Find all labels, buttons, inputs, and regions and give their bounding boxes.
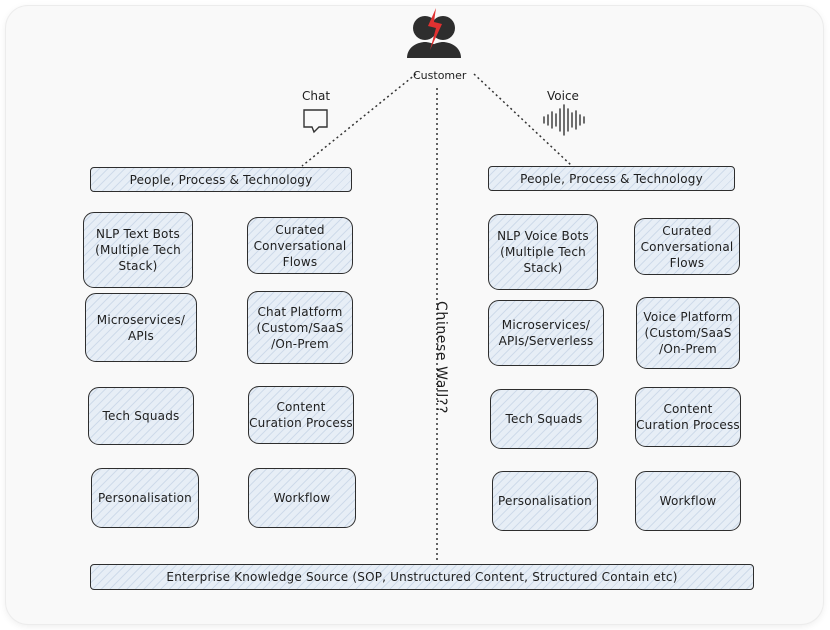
diagram-canvas: Customer Chat Voice Chinese Wall?? Peopl… [6,6,823,624]
left-curated-flows-box: Curated Conversational Flows [247,217,353,274]
left-personalisation-box: Personalisation [91,468,199,528]
enterprise-knowledge-source-bar: Enterprise Knowledge Source (SOP, Unstru… [90,564,754,590]
left-workflow-box: Workflow [248,468,356,528]
chat-channel-label: Chat [302,89,331,103]
chinese-wall-label: Chinese Wall?? [433,301,449,414]
right-people-process-technology-header: People, Process & Technology [488,166,735,191]
left-microservices-box: Microservices/ APIs [85,293,197,362]
customer-icon [407,8,461,58]
chat-connector [301,73,417,167]
left-tech-squads-box: Tech Squads [88,387,194,445]
left-people-process-technology-header: People, Process & Technology [90,167,352,192]
right-personalisation-box: Personalisation [492,471,598,531]
left-nlp-text-bots-box: NLP Text Bots (Multiple Tech Stack) [83,212,193,288]
chat-bubble-icon [303,109,328,134]
voice-connector [473,73,573,167]
right-curated-flows-box: Curated Conversational Flows [634,218,740,275]
voice-channel-label: Voice [547,89,579,103]
connector-lines [301,8,585,560]
voice-waveform-icon [543,104,585,136]
right-voice-platform-box: Voice Platform (Custom/SaaS /On-Prem [636,297,740,369]
customer-label: Customer [413,69,467,82]
left-chat-platform-box: Chat Platform (Custom/SaaS /On-Prem [247,291,353,364]
right-tech-squads-box: Tech Squads [490,389,598,449]
right-nlp-voice-bots-box: NLP Voice Bots (Multiple Tech Stack) [488,214,598,290]
right-workflow-box: Workflow [635,471,741,531]
right-content-curation-box: Content Curation Process [635,387,741,447]
right-microservices-box: Microservices/ APIs/Serverless [488,300,604,366]
left-content-curation-box: Content Curation Process [248,386,354,444]
